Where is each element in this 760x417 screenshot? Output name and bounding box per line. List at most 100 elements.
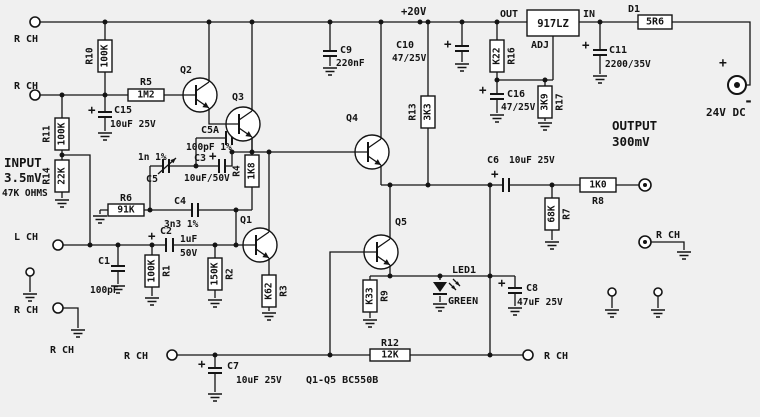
d1-value: 5R6: [646, 17, 664, 28]
c10-plates: [455, 45, 469, 52]
regulator-part-number: 917LZ: [537, 18, 569, 30]
r12-name: R12: [381, 338, 399, 349]
capacitor-labels: C15 10uF 25V + C1 100pF C2 1uF 50V + C3 …: [88, 36, 651, 386]
q2-label: Q2: [180, 65, 192, 76]
c15-plus: +: [88, 102, 96, 117]
right-plug-icon-1: [607, 287, 617, 297]
r16-body: [489, 39, 505, 73]
c5-plates: [162, 159, 170, 173]
r2-value: 150K: [210, 262, 221, 285]
c15-name: C15: [114, 105, 132, 116]
r13-name: R13: [408, 103, 419, 120]
rail-voltage-label: +20V: [401, 6, 427, 18]
r2-name: R2: [225, 268, 236, 279]
c3-name: C3: [194, 153, 206, 164]
output-level: 300mV: [612, 134, 650, 149]
r4-value: 1K8: [247, 162, 258, 179]
led-symbol: [433, 278, 461, 295]
transistor-note: Q1-Q5 BC550B: [306, 375, 378, 386]
r13-body: [420, 95, 436, 129]
r10-value: 100K: [100, 44, 111, 67]
lch-input-terminal: [52, 239, 64, 251]
led-labels: LED1 GREEN: [448, 265, 478, 307]
c2-value2: 50V: [180, 248, 197, 259]
regulator-body: [526, 9, 580, 37]
r7-name: R7: [562, 208, 573, 219]
bus-left-terminal: [166, 349, 178, 361]
rch-input-terminal: [52, 302, 64, 314]
supply-minus-sign: -: [744, 92, 753, 110]
r2-body: [207, 257, 223, 291]
rch-top-terminal: [29, 16, 41, 28]
q5-label: Q5: [395, 217, 407, 228]
r11-name: R11: [42, 125, 53, 142]
c6-plus: +: [491, 166, 499, 181]
r4-name: R4: [232, 165, 243, 177]
c6-name: C6: [487, 155, 499, 166]
c2-plus: +: [148, 228, 156, 243]
c11-plates: [593, 49, 607, 56]
right-plug-icon-2: [653, 287, 663, 297]
d1-body: [637, 14, 673, 30]
left-plug-icon: [25, 267, 35, 277]
c3-plates: [218, 159, 226, 173]
r14-value: 22K: [57, 167, 68, 184]
r5-value: 1M2: [137, 90, 154, 101]
r4-body: [244, 154, 260, 188]
c2-plates: [165, 238, 174, 252]
channel-labels: R CH R CH L CH R CH R CH R CH R CH R CH: [14, 34, 680, 362]
rch-label-top: R CH: [14, 34, 38, 45]
c8-value: 47uF 25V: [517, 297, 563, 308]
q3-label: Q3: [232, 92, 244, 103]
r8-name: R8: [592, 196, 604, 207]
c16-name: C16: [507, 89, 525, 100]
junction-dots: [59, 19, 603, 358]
rch-label-second: R CH: [14, 81, 38, 92]
r3-name: R3: [279, 285, 290, 297]
r13-value: 3K3: [423, 103, 434, 120]
c2-name: C2: [160, 226, 172, 237]
vertical-resistor-labels: 100K R10 100K R11 22K R14 3K3 R13 1K8 R4…: [42, 44, 573, 304]
c15-value: 10uF 25V: [110, 119, 156, 130]
r17-value: 3K9: [540, 93, 551, 110]
regulator-in-pin: IN: [583, 9, 595, 20]
output-title: OUTPUT: [612, 118, 657, 133]
input-title: INPUT: [4, 155, 42, 170]
r6-value: 91K: [117, 205, 134, 216]
r1-name: R1: [162, 265, 173, 277]
c8-plates: [508, 287, 522, 294]
c7-plates: [208, 367, 222, 374]
c2-value: 1uF: [180, 234, 197, 245]
r5-name: R5: [140, 77, 152, 88]
c9-plates: [323, 50, 337, 57]
c9-name: C9: [340, 45, 352, 56]
c10-plus: +: [444, 36, 452, 51]
r14-body: [54, 159, 70, 193]
supply-voltage-label: 24V DC: [706, 106, 746, 119]
r14-name: R14: [42, 167, 53, 184]
c8-name: C8: [526, 283, 538, 294]
r6-name: R6: [120, 193, 132, 204]
c10-name: C10: [396, 40, 414, 51]
rch-label-bus-left: R CH: [124, 351, 148, 362]
c4-name: C4: [174, 196, 186, 207]
r9-body: [362, 279, 378, 313]
rch-label-output: R CH: [656, 230, 680, 241]
c3-plus: +: [209, 148, 217, 163]
horizontal-resistor-labels: R5 1M2 R6 91K R12 12K 1K0 R8: [117, 77, 606, 361]
regulator-labels: OUT 917LZ IN ADJ D1 5R6: [500, 4, 664, 51]
terminals: [25, 16, 747, 361]
regulator-out-pin: OUT: [500, 9, 518, 20]
c5a-name: C5A: [201, 125, 219, 136]
wires-center: [329, 22, 639, 355]
led1-name: LED1: [452, 265, 476, 276]
r7-value: 68K: [547, 205, 558, 222]
rch-label-left-lower: R CH: [14, 305, 38, 316]
c16-plus: +: [479, 82, 487, 97]
c8-plus: +: [498, 275, 506, 290]
c11-name: C11: [609, 45, 627, 56]
c5-value: 1n 1%: [138, 152, 167, 163]
q1-label: Q1: [240, 215, 252, 226]
rch-second-terminal: [29, 89, 41, 101]
